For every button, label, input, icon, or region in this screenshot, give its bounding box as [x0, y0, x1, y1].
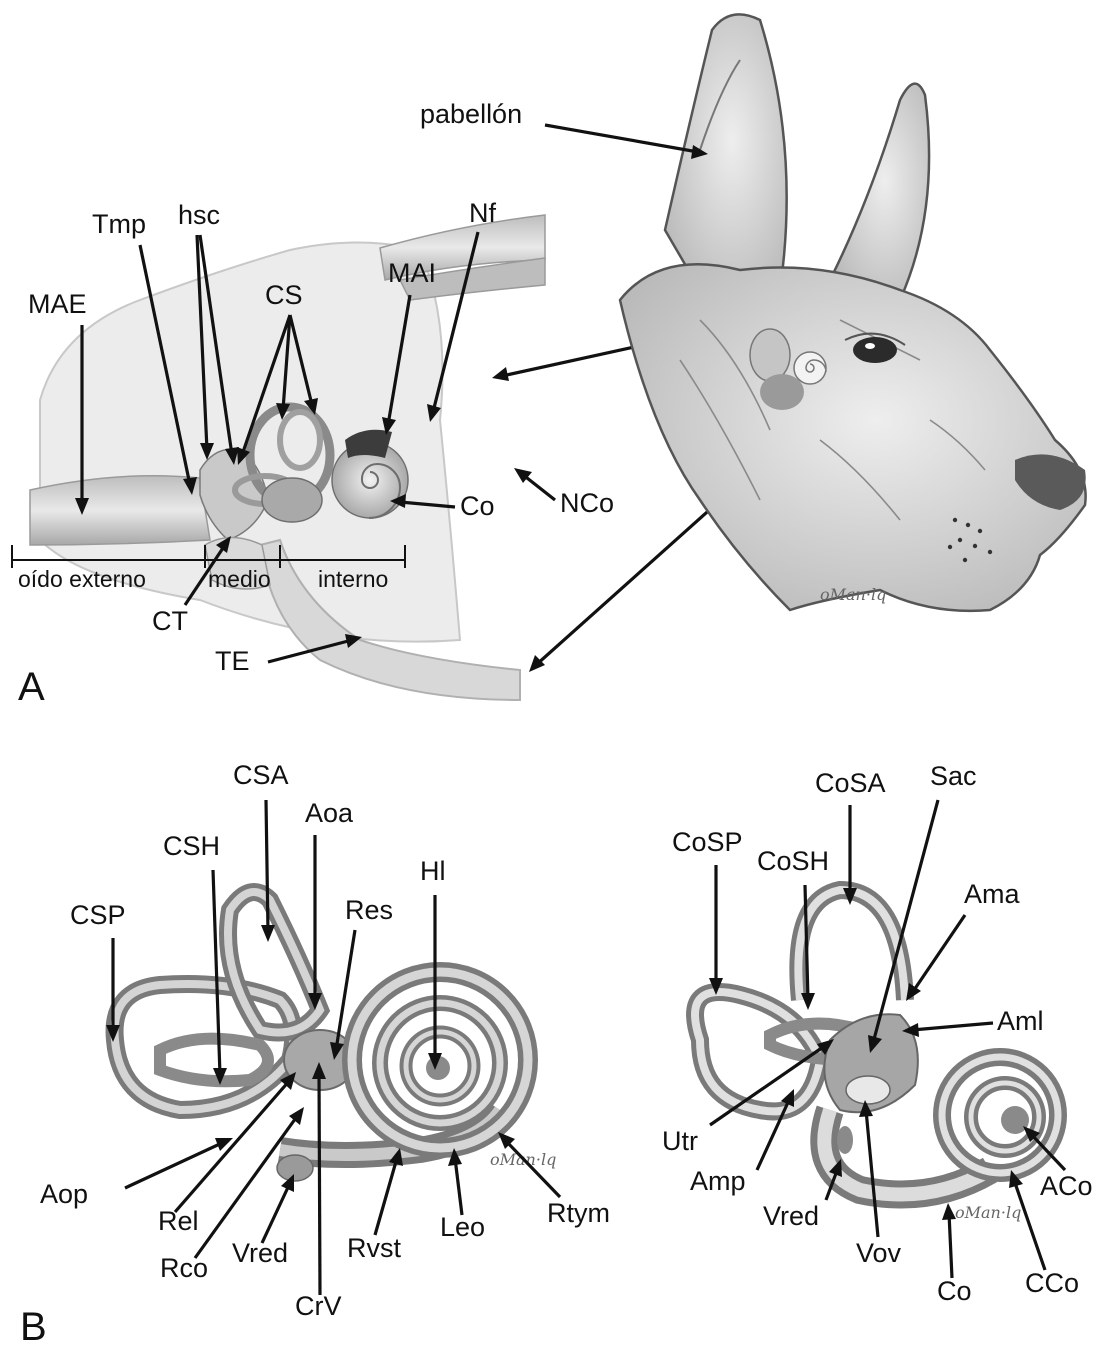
label-aco: ACo: [1040, 1171, 1093, 1201]
label-cco: CCo: [1025, 1268, 1079, 1298]
label-cosp: CoSP: [672, 827, 743, 857]
label-co-a: Co: [460, 491, 495, 521]
region-medio-label: medio: [208, 566, 271, 592]
label-co-b: Co: [937, 1276, 972, 1306]
label-utr: Utr: [662, 1126, 698, 1156]
label-ct: CT: [152, 606, 188, 636]
label-res: Res: [345, 895, 393, 925]
label-vred-right: Vred: [763, 1201, 819, 1231]
label-tmp: Tmp: [92, 209, 146, 239]
label-sac: Sac: [930, 761, 977, 791]
label-ama: Ama: [964, 879, 1021, 909]
label-rtym: Rtym: [547, 1198, 610, 1228]
region-externo-label: oído externo: [18, 566, 146, 592]
label-vred-left: Vred: [232, 1238, 288, 1268]
label-csa: CSA: [233, 760, 289, 790]
label-nf: Nf: [469, 198, 496, 228]
label-nco: NCo: [560, 488, 614, 518]
label-crv: CrV: [295, 1291, 342, 1321]
region-interno-label: interno: [318, 566, 388, 592]
panel-label-b: B: [20, 1305, 47, 1349]
panel-label-a: A: [18, 665, 45, 709]
label-leo: Leo: [440, 1212, 485, 1242]
label-aop: Aop: [40, 1179, 88, 1209]
label-csp: CSP: [70, 900, 126, 930]
label-rvst: Rvst: [347, 1233, 401, 1263]
label-csh: CSH: [163, 831, 220, 861]
label-te: TE: [215, 646, 250, 676]
label-aml: Aml: [997, 1006, 1044, 1036]
label-cosh: CoSH: [757, 846, 829, 876]
label-amp: Amp: [690, 1166, 746, 1196]
label-rco: Rco: [160, 1253, 208, 1283]
label-aoa: Aoa: [305, 798, 354, 828]
label-vov: Vov: [856, 1238, 902, 1268]
label-cs: CS: [265, 280, 303, 310]
labyrinth-left-drawing: [115, 892, 528, 1181]
dog-head-drawing: [620, 14, 1086, 610]
label-mae: MAE: [28, 289, 87, 319]
label-mai: MAI: [388, 258, 436, 288]
label-hl: Hl: [420, 856, 446, 886]
artist-signature-right: oMan·lq: [955, 1203, 1021, 1222]
label-pabellon: pabellón: [420, 99, 522, 129]
artist-signature-head: oMan·lq: [820, 585, 886, 604]
label-cosa: CoSA: [815, 768, 886, 798]
label-hsc: hsc: [178, 200, 220, 230]
